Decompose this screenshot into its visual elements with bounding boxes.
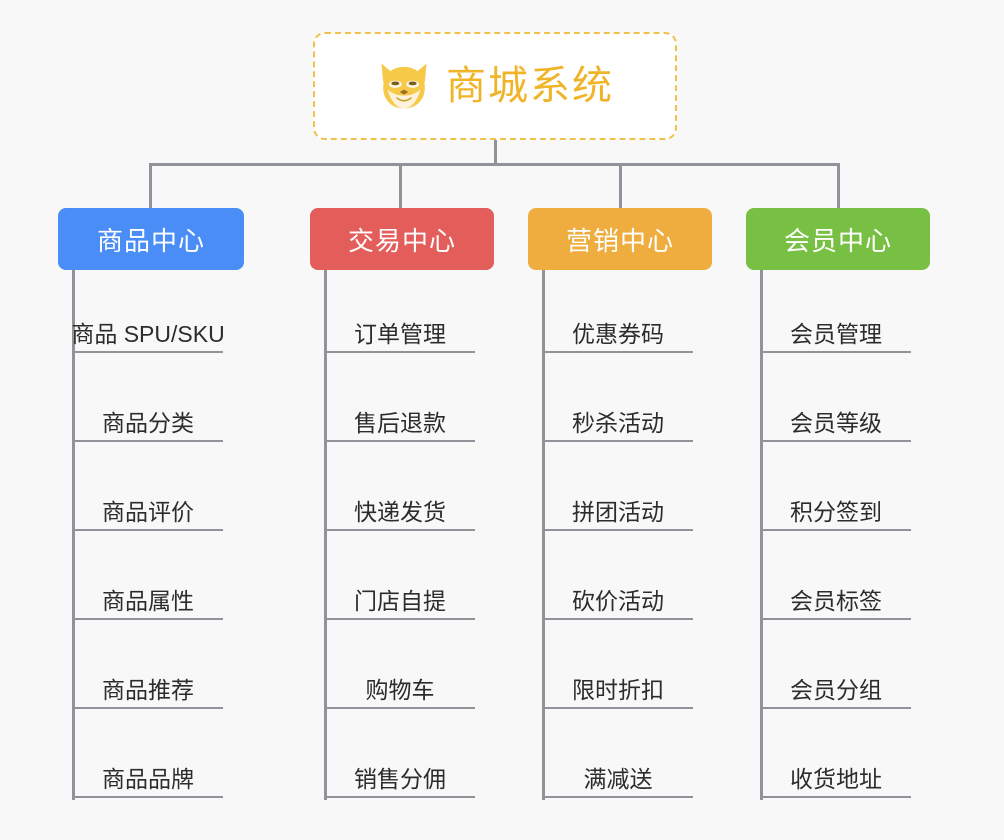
leaf-item-label: 会员等级 xyxy=(790,409,882,436)
leaf-item[interactable]: 门店自提 xyxy=(325,576,475,620)
leaf-item[interactable]: 拼团活动 xyxy=(543,487,693,531)
leaf-item-label: 门店自提 xyxy=(354,587,446,614)
leaf-item[interactable]: 秒杀活动 xyxy=(543,398,693,442)
category-header-label: 会员中心 xyxy=(783,225,892,256)
root-stem-connector xyxy=(494,140,497,166)
leaf-item-label: 会员标签 xyxy=(790,587,882,614)
root-node[interactable]: 商城系统 xyxy=(313,32,677,140)
leaf-item-label: 优惠券码 xyxy=(572,320,664,347)
leaf-item[interactable]: 会员管理 xyxy=(761,309,911,353)
leaf-item-label: 商品品牌 xyxy=(102,765,194,792)
category-header-product[interactable]: 商品中心 xyxy=(58,208,244,270)
category-header-member[interactable]: 会员中心 xyxy=(746,208,930,270)
leaf-item[interactable]: 收货地址 xyxy=(761,754,911,798)
leaf-item-label: 积分签到 xyxy=(790,498,882,525)
leaf-item-label: 销售分佣 xyxy=(354,765,446,792)
leaf-item-label: 砍价活动 xyxy=(572,587,664,614)
leaf-item[interactable]: 商品 SPU/SKU xyxy=(71,309,225,353)
leaf-item[interactable]: 优惠券码 xyxy=(543,309,693,353)
category-header-trade[interactable]: 交易中心 xyxy=(310,208,494,270)
leaf-item[interactable]: 会员分组 xyxy=(761,665,911,709)
column-trunk-connector-member xyxy=(760,270,763,800)
leaf-item-label: 会员分组 xyxy=(790,676,882,703)
leaf-item[interactable]: 积分签到 xyxy=(761,487,911,531)
category-header-marketing[interactable]: 营销中心 xyxy=(528,208,712,270)
leaf-item[interactable]: 限时折扣 xyxy=(543,665,693,709)
category-header-label: 营销中心 xyxy=(565,225,674,256)
column-trunk-connector-marketing xyxy=(542,270,545,800)
leaf-item-label: 商品推荐 xyxy=(102,676,194,703)
leaf-item-label: 快递发货 xyxy=(354,498,446,525)
branch-drop-connector-product xyxy=(149,163,152,208)
leaf-item[interactable]: 售后退款 xyxy=(325,398,475,442)
leaf-item[interactable]: 订单管理 xyxy=(325,309,475,353)
column-trunk-connector-product xyxy=(72,270,75,800)
root-title: 商城系统 xyxy=(446,64,614,108)
leaf-item[interactable]: 满减送 xyxy=(543,754,693,798)
branch-drop-connector-trade xyxy=(399,163,402,208)
leaf-item-label: 收货地址 xyxy=(790,765,882,792)
leaf-item[interactable]: 快递发货 xyxy=(325,487,475,531)
leaf-item-label: 秒杀活动 xyxy=(572,409,664,436)
leaf-item-label: 订单管理 xyxy=(354,320,446,347)
leaf-item[interactable]: 销售分佣 xyxy=(325,754,475,798)
column-trunk-connector-trade xyxy=(324,270,327,800)
leaf-item-label: 商品 SPU/SKU xyxy=(71,320,225,347)
leaf-item[interactable]: 商品品牌 xyxy=(73,754,223,798)
branch-drop-connector-member xyxy=(837,163,840,208)
leaf-item-label: 会员管理 xyxy=(790,320,882,347)
branch-drop-connector-marketing xyxy=(619,163,622,208)
leaf-item-label: 限时折扣 xyxy=(572,676,664,703)
leaf-item[interactable]: 购物车 xyxy=(325,665,475,709)
shiba-dog-face-icon xyxy=(381,63,427,109)
leaf-item[interactable]: 商品属性 xyxy=(73,576,223,620)
horizontal-bus-connector xyxy=(150,163,838,166)
leaf-item-label: 商品属性 xyxy=(102,587,194,614)
leaf-item-label: 拼团活动 xyxy=(572,498,664,525)
category-header-label: 交易中心 xyxy=(347,225,456,256)
leaf-item[interactable]: 商品分类 xyxy=(73,398,223,442)
leaf-item-label: 售后退款 xyxy=(354,409,446,436)
leaf-item[interactable]: 商品推荐 xyxy=(73,665,223,709)
leaf-item-label: 商品分类 xyxy=(102,409,194,436)
leaf-item-label: 满减送 xyxy=(583,765,653,792)
leaf-item[interactable]: 会员等级 xyxy=(761,398,911,442)
leaf-item-label: 商品评价 xyxy=(102,498,194,525)
leaf-item[interactable]: 商品评价 xyxy=(73,487,223,531)
leaf-item-label: 购物车 xyxy=(365,676,435,703)
leaf-item[interactable]: 会员标签 xyxy=(761,576,911,620)
leaf-item[interactable]: 砍价活动 xyxy=(543,576,693,620)
category-header-label: 商品中心 xyxy=(96,225,205,256)
